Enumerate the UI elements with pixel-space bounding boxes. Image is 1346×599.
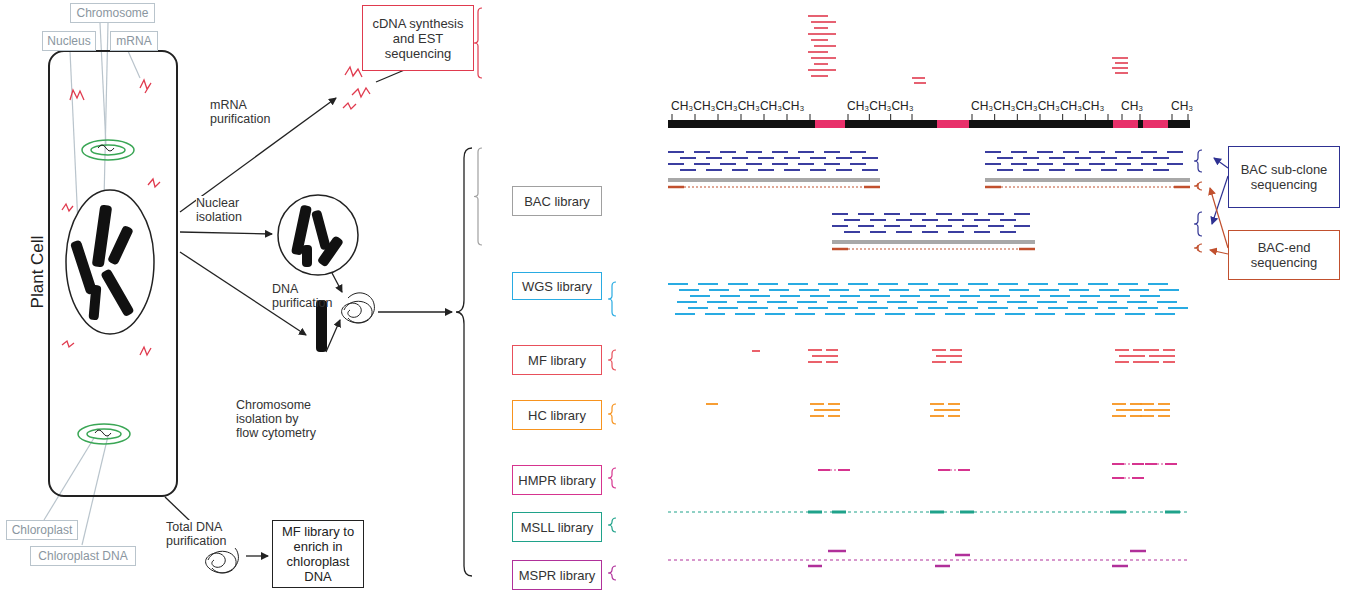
library-box: MSLL library: [512, 512, 602, 542]
methyl-mark: CH₃CH₃CH₃CH₃CH₃CH₃: [670, 100, 805, 113]
step-label: Nuclear isolation: [196, 196, 276, 224]
node-label: HMPR library: [518, 473, 595, 488]
library-box: WGS library: [512, 272, 602, 300]
library-box: MF library: [512, 345, 602, 375]
node-label: MSLL library: [521, 520, 593, 535]
methyl-mark: CH₃: [1120, 100, 1144, 113]
process-box: BAC sub-clone sequencing: [1228, 146, 1340, 208]
node-label: Chloroplast: [12, 522, 73, 538]
methyl-mark: CH₃: [1170, 100, 1194, 113]
library-box: HC library: [512, 400, 602, 430]
plant-cell: Plant Cell: [48, 50, 178, 497]
node-label: mRNA: [116, 33, 151, 49]
node-label: Chloroplast DNA: [38, 548, 127, 564]
process-box: cDNA synthesis and EST sequencing: [362, 5, 474, 71]
node-label: Nucleus: [47, 33, 90, 49]
node-label: BAC library: [524, 194, 590, 209]
callout-box: Nucleus: [42, 31, 96, 51]
node-label: MSPR library: [519, 568, 596, 583]
library-box: MSPR library: [512, 560, 602, 590]
callout-box: Chloroplast DNA: [30, 546, 136, 566]
library-box: MF library to enrich in chloroplast DNA: [272, 520, 364, 588]
node-label: MF library: [528, 353, 586, 368]
callout-box: Chromosome: [70, 3, 155, 23]
node-label: MF library to enrich in chloroplast DNA: [278, 524, 358, 584]
callout-box: mRNA: [110, 31, 158, 51]
library-box: BAC library: [512, 186, 602, 216]
methyl-mark: CH₃CH₃CH₃CH₃CH₃CH₃: [970, 100, 1105, 113]
methyl-mark: CH₃CH₃CH₃: [846, 100, 915, 113]
step-label: DNA purification: [272, 282, 342, 310]
library-box: HMPR library: [512, 465, 602, 495]
cell-title: Plant Cell: [28, 222, 48, 322]
process-box: BAC-end sequencing: [1228, 230, 1340, 280]
step-label: Total DNA purification: [166, 520, 256, 548]
callout-box: Chloroplast: [6, 520, 78, 540]
node-label: HC library: [528, 408, 586, 423]
node-label: cDNA synthesis and EST sequencing: [368, 16, 468, 61]
node-label: WGS library: [522, 279, 592, 294]
step-label: mRNA purification: [210, 98, 290, 126]
node-label: BAC-end sequencing: [1234, 240, 1334, 270]
step-label: Chromosome isolation by flow cytometry: [236, 398, 316, 440]
node-label: Chromosome: [76, 5, 148, 21]
node-label: BAC sub-clone sequencing: [1234, 162, 1334, 192]
